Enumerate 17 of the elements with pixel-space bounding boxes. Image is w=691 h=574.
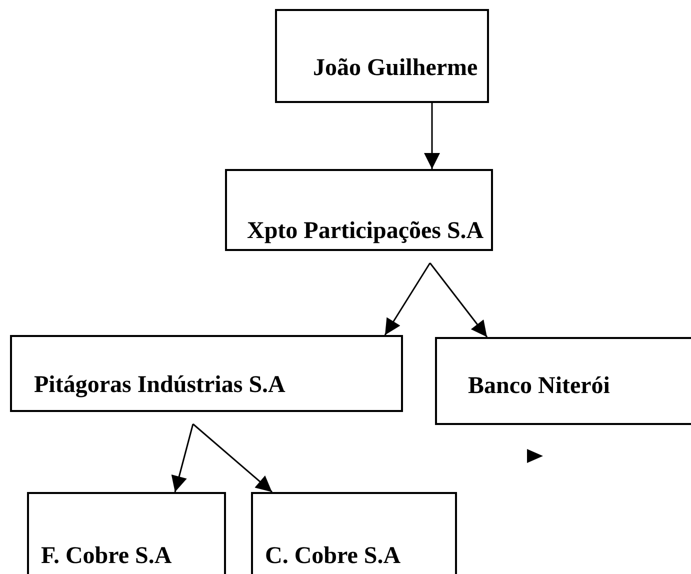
arrow <box>424 103 440 169</box>
entity-name: Pitágoras Indústrias S.A <box>34 371 286 399</box>
arrow <box>429 262 488 338</box>
entity-box <box>225 169 493 251</box>
arrow <box>171 424 194 492</box>
arrow <box>192 423 272 493</box>
entity-name: F. Cobre S.A <box>41 542 172 570</box>
arrow <box>384 262 431 336</box>
entity-name: Banco Niterói <box>468 372 610 400</box>
entity-box <box>251 492 457 574</box>
entity-box <box>27 492 226 574</box>
entity-box <box>435 337 691 425</box>
entity-box <box>275 9 489 103</box>
entity-box <box>10 335 403 412</box>
entity-name: João Guilherme <box>313 54 478 82</box>
entity-name: C. Cobre S.A <box>265 542 401 570</box>
entity-name: Xpto Participações S.A <box>247 217 484 245</box>
